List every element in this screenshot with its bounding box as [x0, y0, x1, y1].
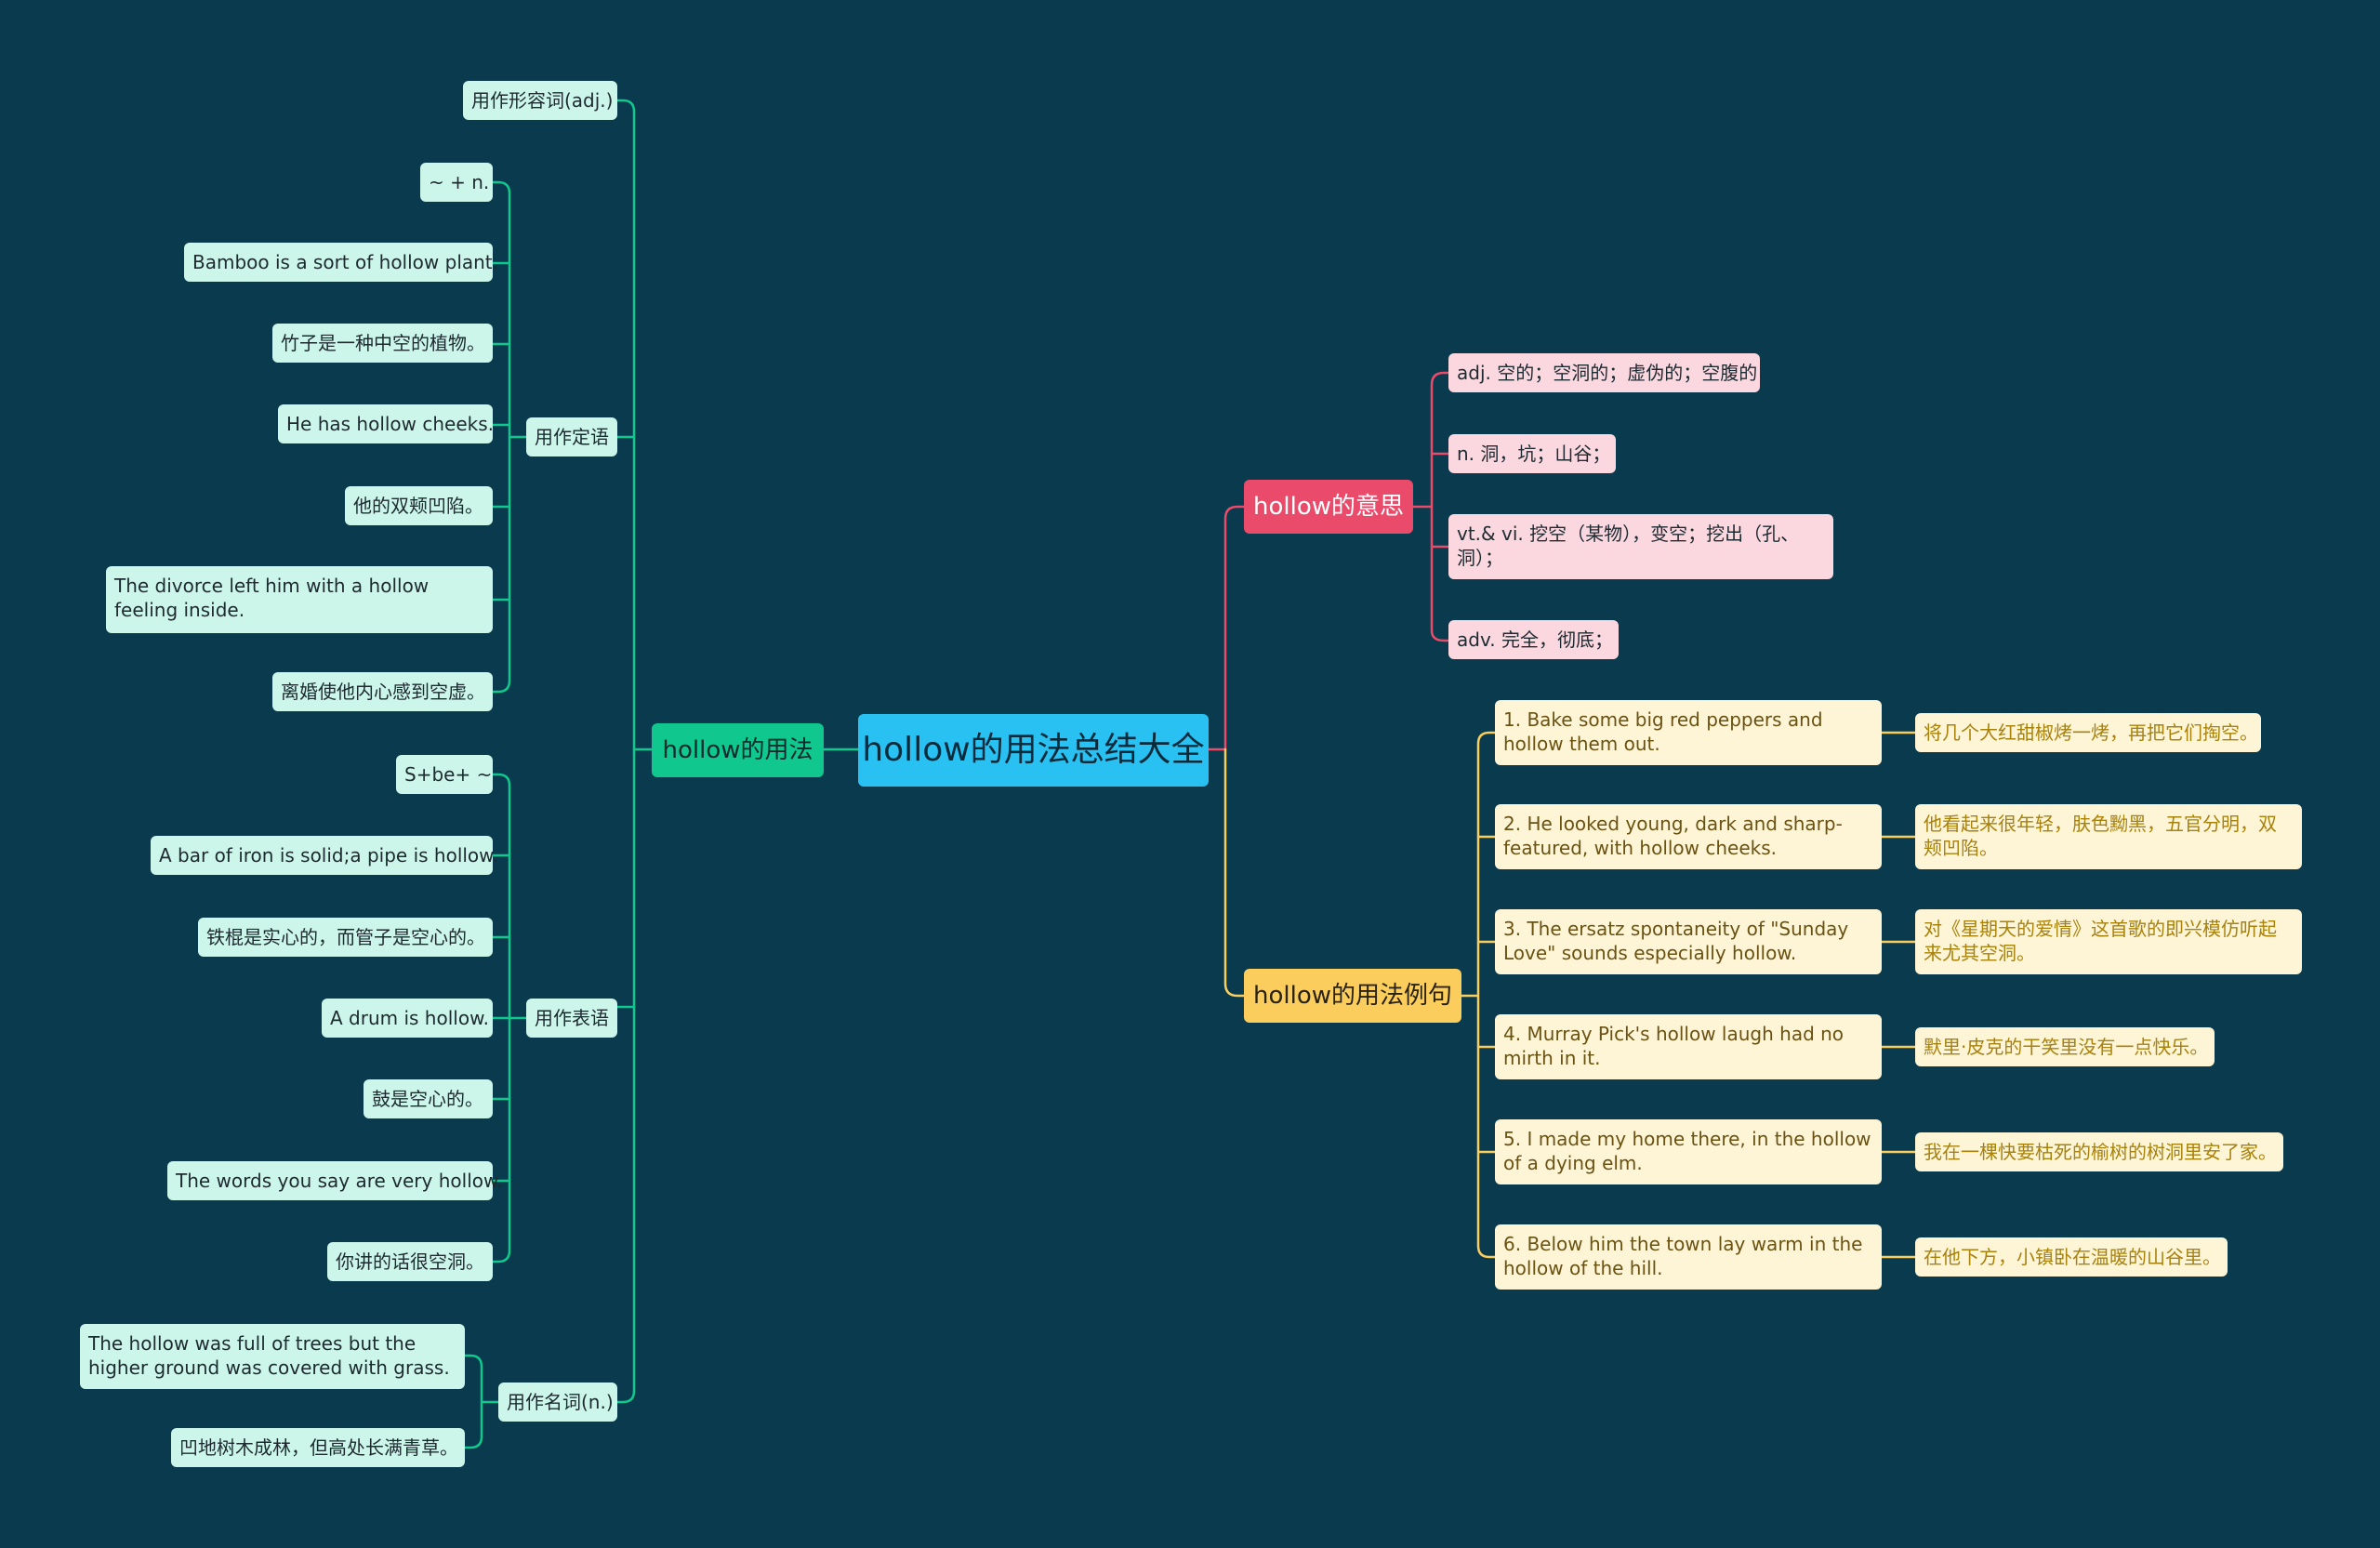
- noun-leaf[interactable]: The hollow was full of trees but the hig…: [80, 1324, 465, 1389]
- meaning-leaf[interactable]: adj. 空的；空洞的；虚伪的；空腹的: [1448, 353, 1760, 392]
- attributive-leaf[interactable]: 竹子是一种中空的植物。: [272, 324, 493, 363]
- branch-usage[interactable]: hollow的用法: [652, 723, 824, 777]
- example-cn[interactable]: 将几个大红甜椒烤一烤，再把它们掏空。: [1915, 713, 2261, 752]
- meaning-leaf[interactable]: vt.& vi. 挖空（某物），变空；挖出（孔、洞）；: [1448, 514, 1833, 579]
- attributive-leaf[interactable]: Bamboo is a sort of hollow plant.: [184, 243, 498, 282]
- attributive-leaf[interactable]: 他的双颊凹陷。: [345, 486, 493, 525]
- predicative-leaf[interactable]: A drum is hollow.: [322, 999, 493, 1038]
- usage-noun[interactable]: 用作名词(n.): [498, 1383, 617, 1422]
- connector-root-examples: [1223, 748, 1246, 998]
- connector-root-meaning: [1207, 505, 1246, 751]
- example-en[interactable]: 5. I made my home there, in the hollow o…: [1495, 1119, 1882, 1184]
- usage-attributive[interactable]: 用作定语: [526, 417, 617, 456]
- attributive-leaf[interactable]: He has hollow cheeks.: [278, 404, 494, 443]
- example-cn[interactable]: 我在一棵快要枯死的榆树的树洞里安了家。: [1915, 1132, 2283, 1171]
- example-en[interactable]: 4. Murray Pick's hollow laugh had no mir…: [1495, 1014, 1882, 1079]
- usage-predicative[interactable]: 用作表语: [526, 999, 617, 1038]
- branch-meaning[interactable]: hollow的意思: [1244, 480, 1413, 534]
- usage-adj[interactable]: 用作形容词(adj.): [463, 81, 617, 120]
- meaning-leaf[interactable]: adv. 完全，彻底；: [1448, 620, 1619, 659]
- predicative-leaf[interactable]: A bar of iron is solid;a pipe is hollow.: [151, 836, 498, 875]
- predicative-leaf[interactable]: 鼓是空心的。: [364, 1079, 493, 1118]
- predicative-leaf[interactable]: The words you say are very hollow.: [167, 1161, 503, 1200]
- example-en[interactable]: 1. Bake some big red peppers and hollow …: [1495, 700, 1882, 765]
- attributive-leaf[interactable]: The divorce left him with a hollow feeli…: [106, 566, 493, 633]
- predicative-leaf[interactable]: S+be+ ~: [396, 755, 493, 794]
- example-cn[interactable]: 对《星期天的爱情》这首歌的即兴模仿听起来尤其空洞。: [1915, 909, 2302, 974]
- example-en[interactable]: 6. Below him the town lay warm in the ho…: [1495, 1224, 1882, 1290]
- example-cn[interactable]: 默里·皮克的干笑里没有一点快乐。: [1915, 1027, 2215, 1066]
- example-en[interactable]: 2. He looked young, dark and sharp-featu…: [1495, 804, 1882, 869]
- example-cn[interactable]: 他看起来很年轻，肤色黝黑，五官分明，双颊凹陷。: [1915, 804, 2302, 869]
- example-cn[interactable]: 在他下方，小镇卧在温暖的山谷里。: [1915, 1237, 2228, 1277]
- root-topic[interactable]: hollow的用法总结大全: [858, 714, 1209, 787]
- branch-examples[interactable]: hollow的用法例句: [1244, 969, 1461, 1023]
- noun-leaf[interactable]: 凹地树木成林，但高处长满青草。: [171, 1428, 465, 1467]
- meaning-leaf[interactable]: n. 洞，坑；山谷；: [1448, 434, 1616, 473]
- attributive-leaf[interactable]: ~ + n.: [420, 163, 493, 202]
- predicative-leaf[interactable]: 铁棍是实心的，而管子是空心的。: [198, 918, 493, 957]
- example-en[interactable]: 3. The ersatz spontaneity of "Sunday Lov…: [1495, 909, 1882, 974]
- predicative-leaf[interactable]: 你讲的话很空洞。: [327, 1242, 493, 1281]
- attributive-leaf[interactable]: 离婚使他内心感到空虚。: [272, 672, 493, 711]
